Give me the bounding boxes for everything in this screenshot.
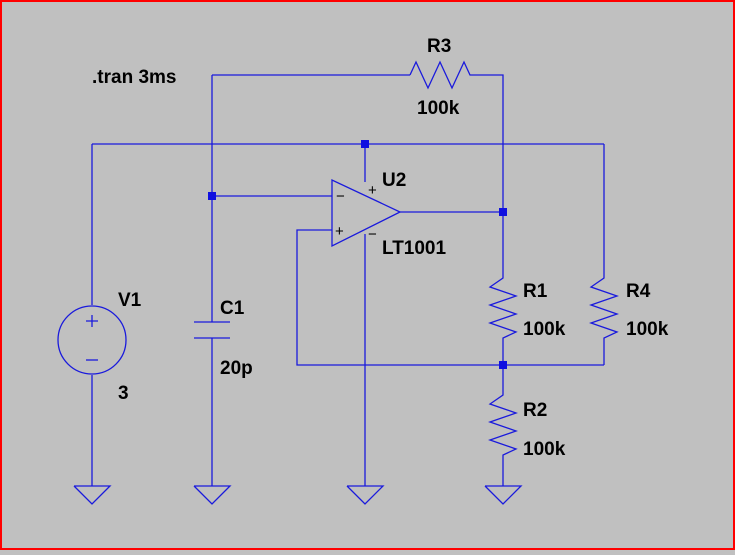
ground-symbol-u2 (346, 485, 385, 505)
u2-model-label: LT1001 (382, 238, 447, 259)
r2-resistor-symbol (488, 385, 518, 462)
junction-dot-output (499, 208, 507, 216)
r3-resistor-symbol (409, 60, 475, 90)
r4-value-label: 100k (626, 319, 669, 340)
u2-opamp-triangle (331, 178, 402, 248)
u2-noninverting-sign: + (335, 223, 344, 240)
junction-dot-inverting (208, 192, 216, 200)
ground-symbol-v1 (73, 485, 112, 505)
c1-value-label: 20p (220, 358, 253, 379)
v1-value-label: 3 (118, 383, 129, 404)
r1-resistor-symbol (488, 268, 518, 342)
c1-name-label: C1 (220, 298, 245, 319)
v1-name-label: V1 (118, 290, 142, 311)
wire-noninverting-loop (296, 229, 604, 366)
wire-r3-right (475, 74, 504, 268)
u2-vminus-sign: − (368, 226, 377, 243)
tran-directive: .tran 3ms (92, 67, 176, 88)
r4-resistor-symbol (589, 268, 619, 342)
r3-value-label: 100k (417, 98, 460, 119)
junction-dot-supply (361, 140, 369, 148)
r3-name-label: R3 (427, 36, 451, 57)
ground-symbol-r2 (484, 485, 523, 505)
r4-name-label: R4 (626, 281, 651, 302)
c1-capacitor-symbol (194, 321, 230, 339)
v1-plus-sign (86, 315, 98, 327)
v1-source-circle (57, 305, 127, 375)
ground-symbol-c1 (193, 485, 232, 505)
r2-value-label: 100k (523, 439, 566, 460)
u2-name-label: U2 (382, 170, 406, 191)
u2-vplus-sign: + (368, 182, 377, 199)
r1-name-label: R1 (523, 281, 548, 302)
u2-inverting-sign: − (336, 188, 345, 205)
r2-name-label: R2 (523, 400, 547, 421)
r1-value-label: 100k (523, 319, 566, 340)
junction-dot-divider (499, 361, 507, 369)
